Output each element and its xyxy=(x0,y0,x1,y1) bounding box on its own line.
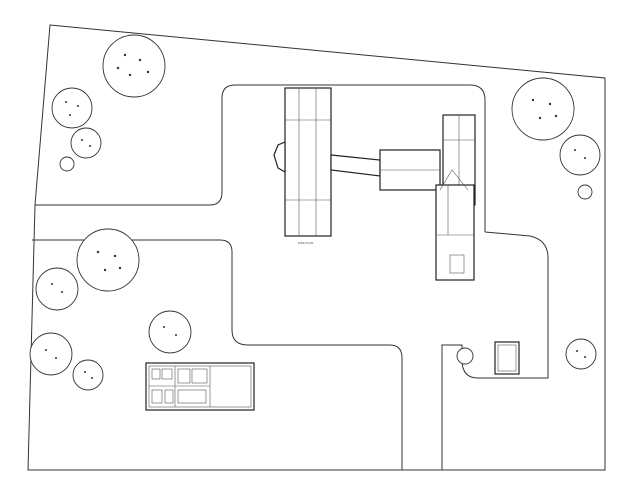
tree-icon xyxy=(35,267,79,311)
shed xyxy=(494,341,520,375)
tree-icon xyxy=(511,77,575,141)
site-boundary xyxy=(27,24,606,471)
outbuilding xyxy=(145,362,255,411)
tree-icon xyxy=(72,359,104,391)
tree-icon xyxy=(59,156,75,172)
tree-icon xyxy=(29,332,73,376)
tree-icon xyxy=(76,228,140,292)
tree-icon xyxy=(148,310,192,354)
tree-icon xyxy=(70,127,102,159)
tree-icon xyxy=(51,87,93,129)
main-building xyxy=(273,87,476,281)
tree-icon xyxy=(577,184,593,200)
trees xyxy=(29,34,601,391)
upper-driveway xyxy=(35,84,486,232)
tree-icon xyxy=(456,347,474,365)
drawing-label: SITE PLAN xyxy=(298,241,313,245)
tree-icon xyxy=(559,134,601,176)
tree-icon xyxy=(102,34,166,98)
tree-icon xyxy=(565,338,597,370)
lower-driveway xyxy=(32,239,403,470)
